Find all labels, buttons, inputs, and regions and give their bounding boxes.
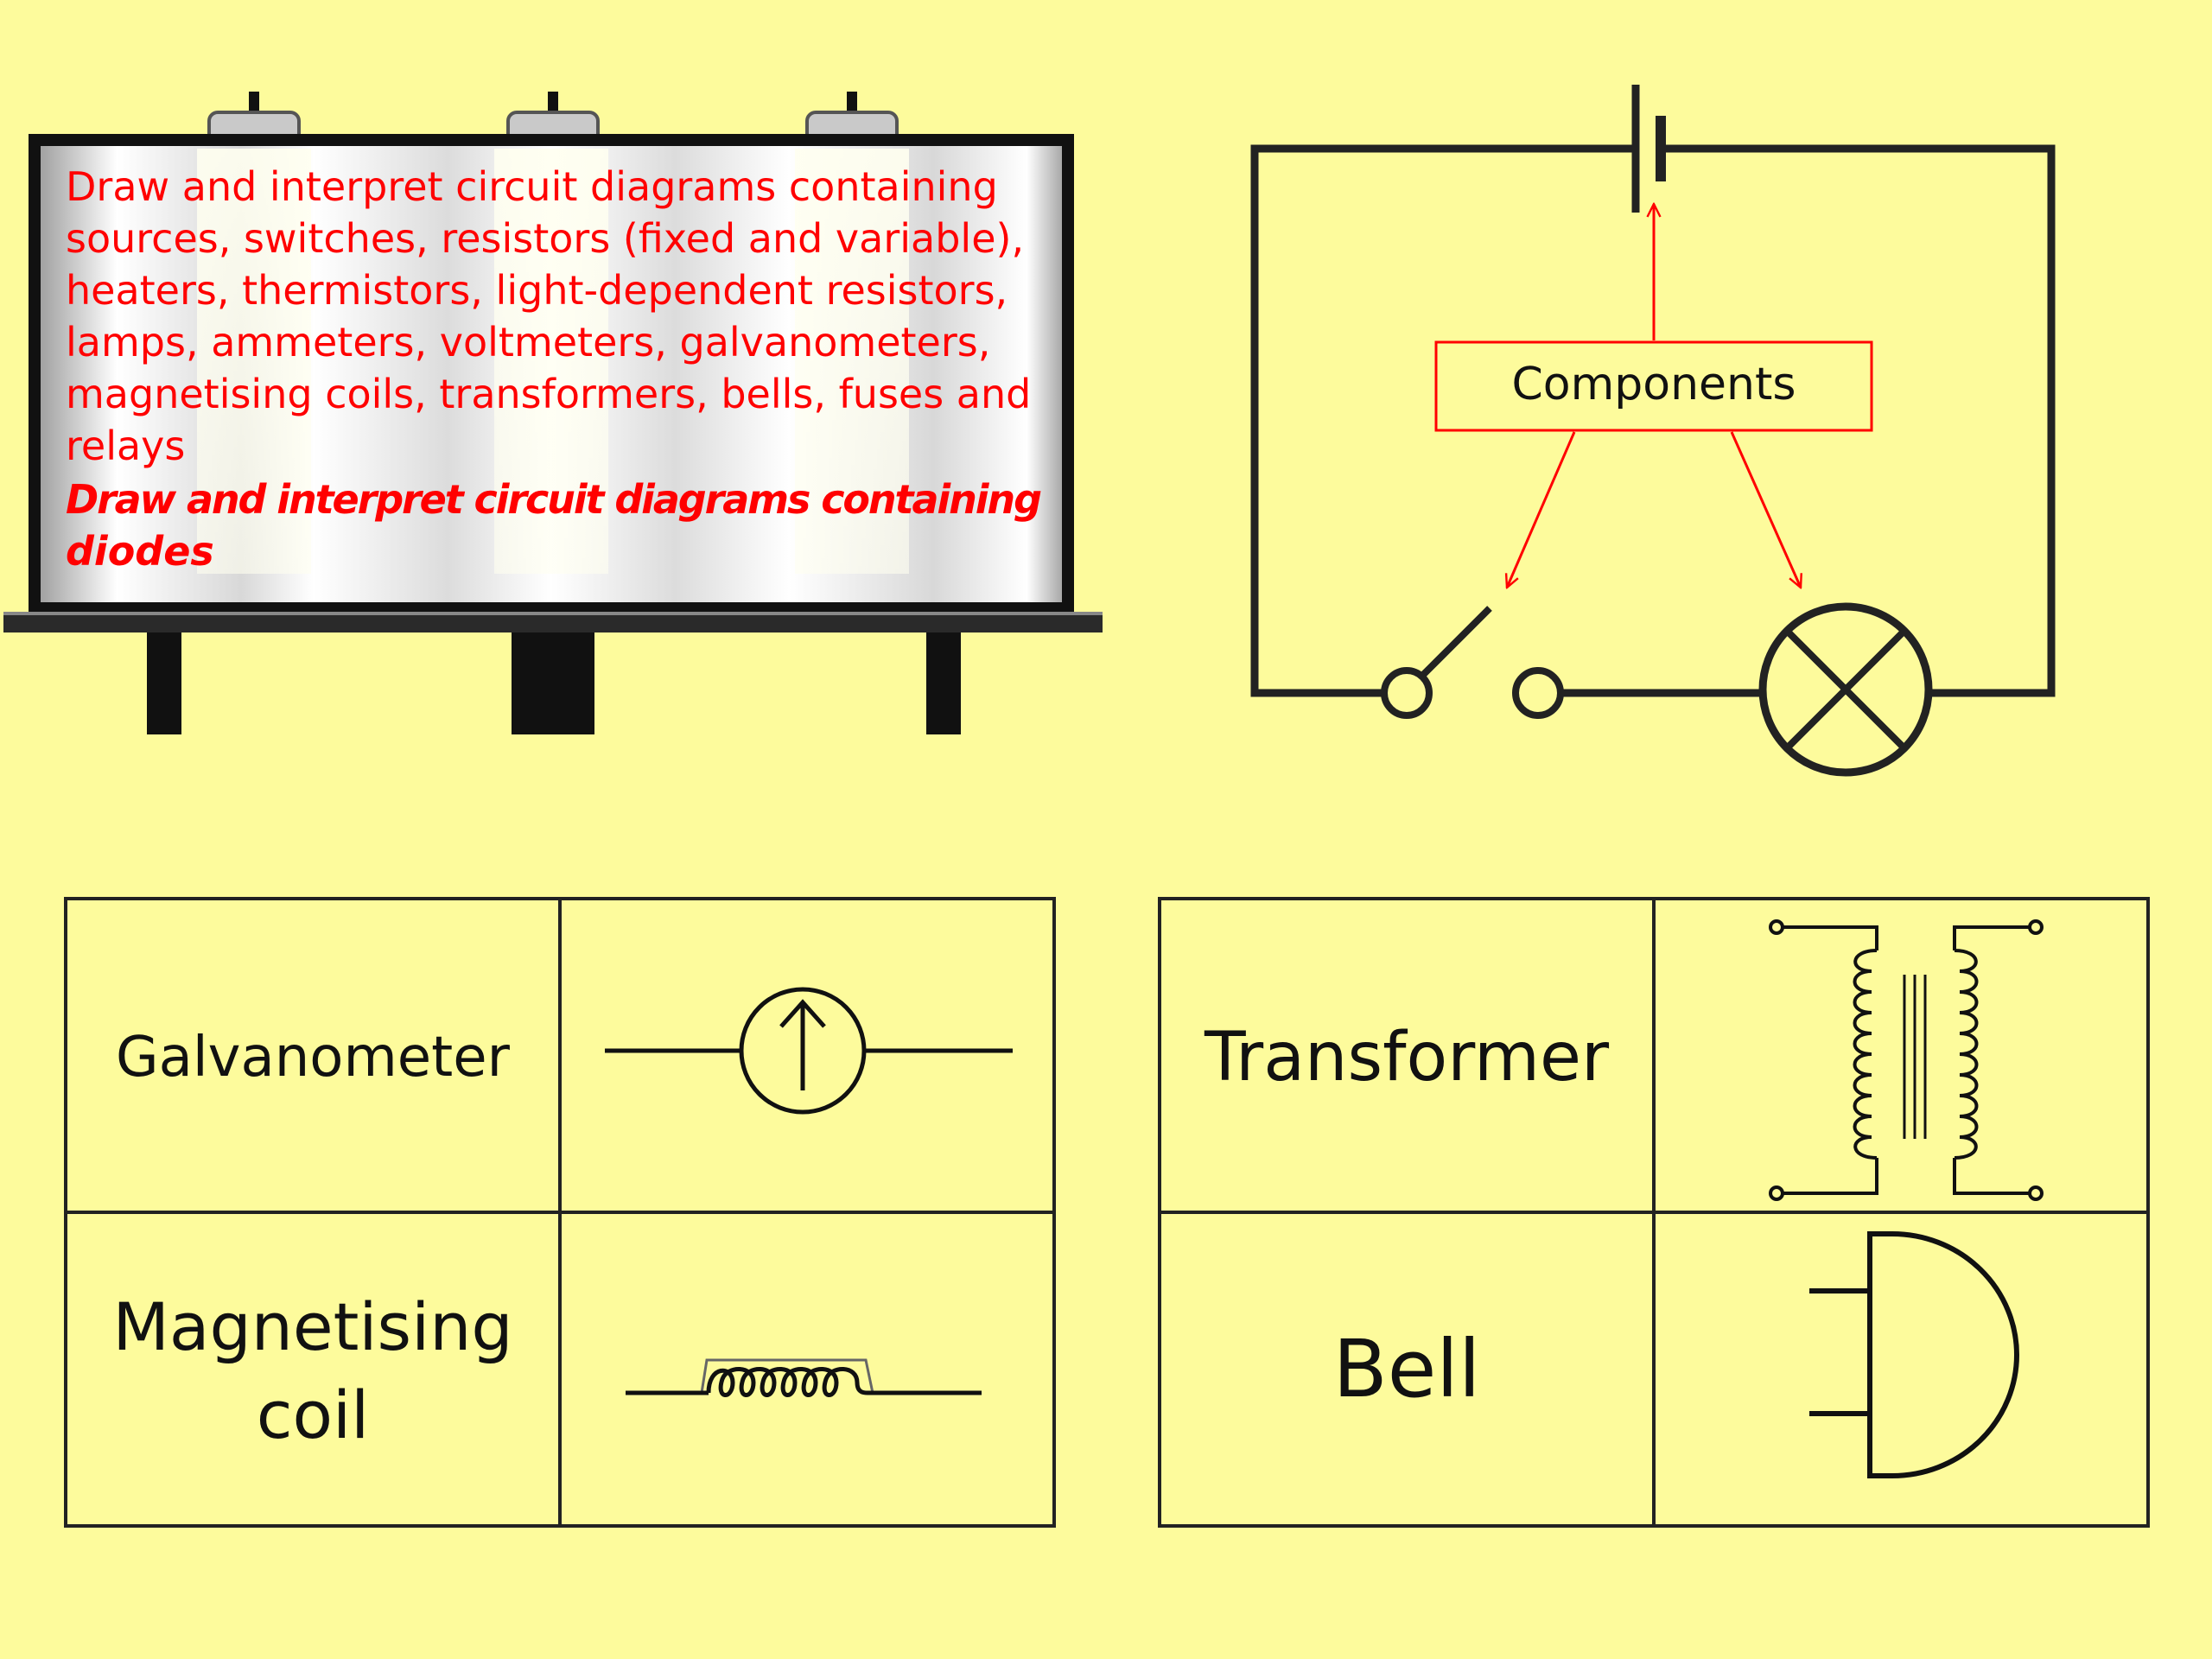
objective-line: sources, switches, resistors (fixed and … bbox=[66, 215, 1024, 262]
light-beam bbox=[795, 149, 909, 574]
arrow-to-lamp bbox=[1730, 431, 1801, 588]
magnetising-coil-label-line1: Magnetising bbox=[112, 1288, 512, 1365]
bell-icon bbox=[1809, 1231, 2019, 1478]
objective-bold-line: diodes bbox=[66, 528, 214, 575]
components-label-box bbox=[1434, 340, 1873, 432]
circuit-diagram bbox=[1250, 85, 2056, 777]
light-beam bbox=[494, 149, 608, 574]
lamp-icon bbox=[1758, 602, 1933, 777]
cell-icon bbox=[1631, 85, 1666, 213]
circuit-wire bbox=[1250, 144, 1636, 697]
components-label: Components bbox=[1512, 359, 1796, 410]
components-callout: Components bbox=[1434, 204, 1873, 588]
objective-line: heaters, thermistors, light-dependent re… bbox=[66, 267, 1007, 314]
galvanometer-icon bbox=[605, 987, 1013, 1115]
galvanometer-label: Galvanometer bbox=[116, 1026, 511, 1090]
transformer-label: Transformer bbox=[1204, 1019, 1610, 1096]
billboard: Draw and interpret circuit diagrams cont… bbox=[3, 92, 1103, 734]
billboard-leg-center bbox=[512, 632, 594, 734]
objective-line: Draw and interpret circuit diagrams cont… bbox=[66, 163, 998, 210]
symbol-table-right: Transformer Bell bbox=[1158, 897, 2150, 1528]
switch-icon bbox=[1381, 606, 1564, 719]
arrow-to-switch bbox=[1507, 431, 1576, 588]
objective-bold-line: Draw and interpret circuit diagrams cont… bbox=[66, 476, 1042, 523]
billboard-leg bbox=[926, 632, 961, 734]
walkway-edge bbox=[3, 612, 1103, 615]
transformer-icon bbox=[1769, 919, 2044, 1201]
objective-line: magnetising coils, transformers, bells, … bbox=[66, 371, 1031, 417]
circuit-wire bbox=[1661, 144, 2056, 697]
magnetising-coil-label-line2: coil bbox=[257, 1376, 370, 1453]
billboard-text: Draw and interpret circuit diagrams cont… bbox=[66, 163, 1042, 575]
billboard-leg bbox=[147, 632, 181, 734]
symbol-table-left: Galvanometer Magnetising coil bbox=[64, 897, 1056, 1528]
objective-line: lamps, ammeters, voltmeters, galvanomete… bbox=[66, 319, 990, 365]
magnetising-coil-icon bbox=[626, 1358, 982, 1397]
bell-label: Bell bbox=[1333, 1323, 1481, 1415]
objective-line: relays bbox=[66, 423, 185, 469]
billboard-walkway bbox=[3, 615, 1103, 632]
light-beam bbox=[197, 149, 311, 574]
